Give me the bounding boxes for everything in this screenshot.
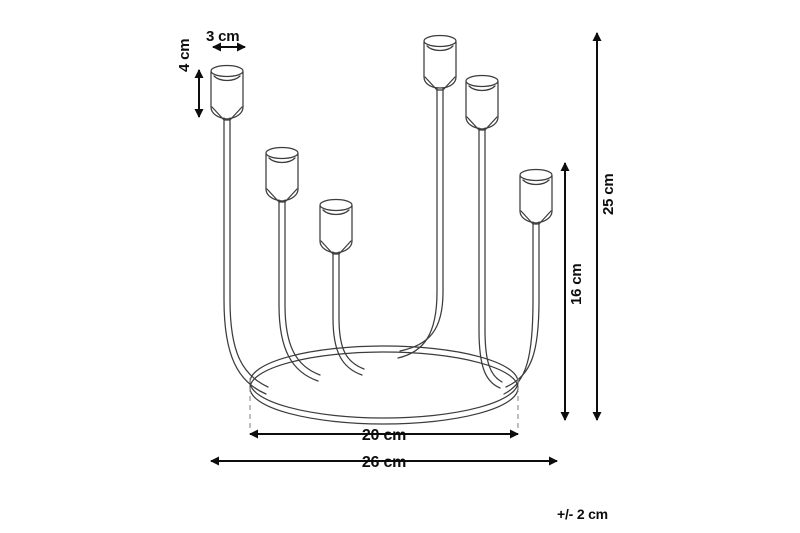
dimension-label-total-height: 25 cm (600, 173, 617, 215)
stem-group (223, 87, 540, 395)
dimension-label-cup-height: 4 cm (176, 38, 193, 72)
candle-cup-6 (519, 168, 553, 225)
candle-cup-1 (210, 64, 244, 121)
dimension-label-base-width: 20 cm (361, 427, 407, 444)
candle-cup-3 (319, 198, 353, 255)
tolerance-note: +/- 2 cm (557, 506, 608, 522)
candelabra-body (210, 34, 553, 425)
candle-cup-4 (423, 34, 457, 91)
stem-arm-6 (503, 221, 540, 395)
stem-arm-1 (223, 117, 269, 395)
dimension-arrows (194, 32, 602, 466)
base-ring (249, 345, 519, 425)
extension-lines (249, 378, 519, 432)
dimension-label-inner-height: 16 cm (568, 263, 585, 305)
stem-arm-2 (278, 199, 321, 382)
candle-cup-5 (465, 74, 499, 131)
stem-arm-4 (397, 87, 444, 359)
candle-cup-2 (265, 146, 299, 203)
stem-arm-5 (478, 127, 503, 389)
dimension-label-cup-width: 3 cm (206, 28, 240, 45)
dimension-label-overall-width: 26 cm (361, 454, 407, 471)
stem-arm-3 (332, 251, 365, 376)
